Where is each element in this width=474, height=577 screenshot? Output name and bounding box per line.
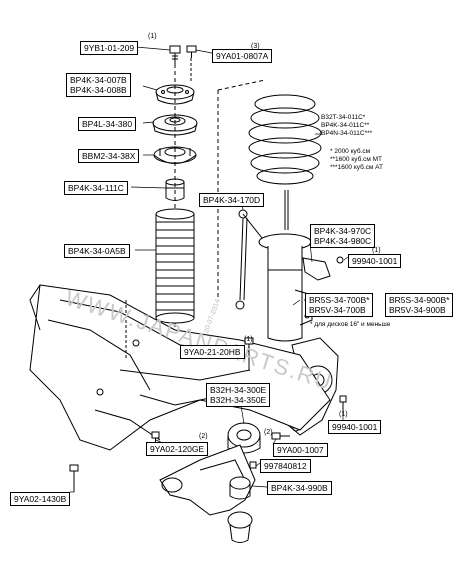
bracket-icon	[302, 256, 344, 281]
knuckle-bolt-icon	[339, 395, 347, 414]
qty-nut-bush: (2)	[264, 429, 273, 436]
label-bushing-b: B32H-34-350E	[210, 395, 267, 405]
spring-parts[interactable]: B32T-34-011C* BP4K-34-011C** BP4N-34-011…	[321, 114, 372, 138]
qty-bolt-hub: (1)	[244, 336, 253, 343]
top-bolt-icon	[169, 45, 181, 64]
qty-bolt-bracket: (1)	[372, 247, 381, 254]
spring-part-3: BP4N-34-011C***	[321, 130, 373, 137]
label-bracket[interactable]: BP4K-34-970C BP4K-34-980C	[310, 224, 376, 248]
qty-nut-arm: (2)	[199, 433, 208, 440]
qty-bolt-top: (1)	[148, 33, 157, 40]
label-strut-left[interactable]: BR5S-34-700B* BR5V-34-700B	[305, 293, 374, 317]
label-bushing[interactable]: B32H-34-300E B32H-34-350E	[206, 383, 271, 407]
top-nut-icon	[186, 45, 197, 58]
label-seat[interactable]: BBM2-34-38X	[78, 149, 140, 163]
qty-nut-top: (3)	[251, 43, 260, 50]
stabilizer-link-icon	[235, 209, 263, 310]
disc-note: * для дисков 16" и меньше	[310, 321, 391, 328]
spring-note-3: ***1600 куб.см АТ	[330, 164, 383, 171]
spring-part-2: BP4K-34-011C**	[321, 122, 370, 129]
bushing-bolt-icon	[271, 432, 290, 440]
label-strut-right[interactable]: BR5S-34-900B* BR5V-34-900B	[385, 293, 454, 317]
label-strut-l-b: BR5V-34-700B	[309, 305, 366, 315]
label-bolt-bracket[interactable]: 99940-1001	[348, 254, 402, 268]
spring-note-2: **1600 куб.см МТ	[330, 156, 383, 163]
subframe-icon	[29, 284, 331, 451]
top-mount-icon	[155, 84, 195, 105]
label-strut-l-a: BR5S-34-700B*	[309, 295, 370, 305]
label-strut-r-b: BR5V-34-900B	[389, 305, 446, 315]
label-bracket-b: BP4K-34-980C	[314, 236, 372, 246]
bearing-icon	[152, 114, 198, 136]
spring-note-1: * 2000 куб.см	[330, 148, 371, 155]
label-bolt-sub[interactable]: 9YA02-1430B	[10, 492, 71, 506]
label-bolt-arm[interactable]: 997840812	[260, 459, 311, 473]
label-link[interactable]: BP4K-34-170D	[199, 193, 265, 207]
label-bolt-knuckle[interactable]: 99940-1001	[328, 420, 382, 434]
arm-bolt-icon	[249, 461, 257, 469]
ball-joint-icon	[229, 476, 251, 500]
sub-bolt-icon	[69, 464, 79, 492]
spring-notes: * 2000 куб.см **1600 куб.см МТ ***1600 к…	[330, 148, 383, 172]
dust-boot-icon	[155, 208, 195, 324]
label-bump-stop[interactable]: BP4K-34-111C	[64, 181, 128, 195]
label-bolt-top[interactable]: 9YB1-01-209	[80, 41, 139, 55]
label-nut-top[interactable]: 9YA01-0807A	[212, 49, 273, 63]
label-bracket-a: BP4K-34-970C	[314, 226, 372, 236]
label-mount-b: BP4K-34-008B	[70, 85, 127, 95]
strut-icon	[258, 190, 313, 342]
label-bolt-hub[interactable]: 9YA0-21-20HB	[180, 345, 245, 359]
label-nut-arm[interactable]: 9YA02-120GE	[146, 442, 209, 456]
label-bushing-a: B32H-34-300E	[210, 385, 267, 395]
label-top-mount[interactable]: BP4K-34-007B BP4K-34-008B	[66, 73, 131, 97]
label-boot[interactable]: BP4K-34-0A5B	[64, 244, 130, 258]
label-nut-bush[interactable]: 9YA00-1007	[273, 443, 328, 457]
label-bearing[interactable]: BP4L-34-380	[78, 117, 137, 131]
label-mount-a: BP4K-34-007B	[70, 75, 127, 85]
qty-bolt-knuckle: (1)	[339, 411, 348, 418]
label-strut-r-a: BR5S-34-900B*	[389, 295, 450, 305]
hub-bolt-icon	[244, 337, 254, 370]
spring-part-1: B32T-34-011C*	[321, 114, 366, 121]
coil-spring-icon	[248, 94, 322, 185]
lower-control-arm-icon	[159, 444, 256, 543]
label-ball-joint[interactable]: BP4K-34-990B	[267, 481, 332, 495]
